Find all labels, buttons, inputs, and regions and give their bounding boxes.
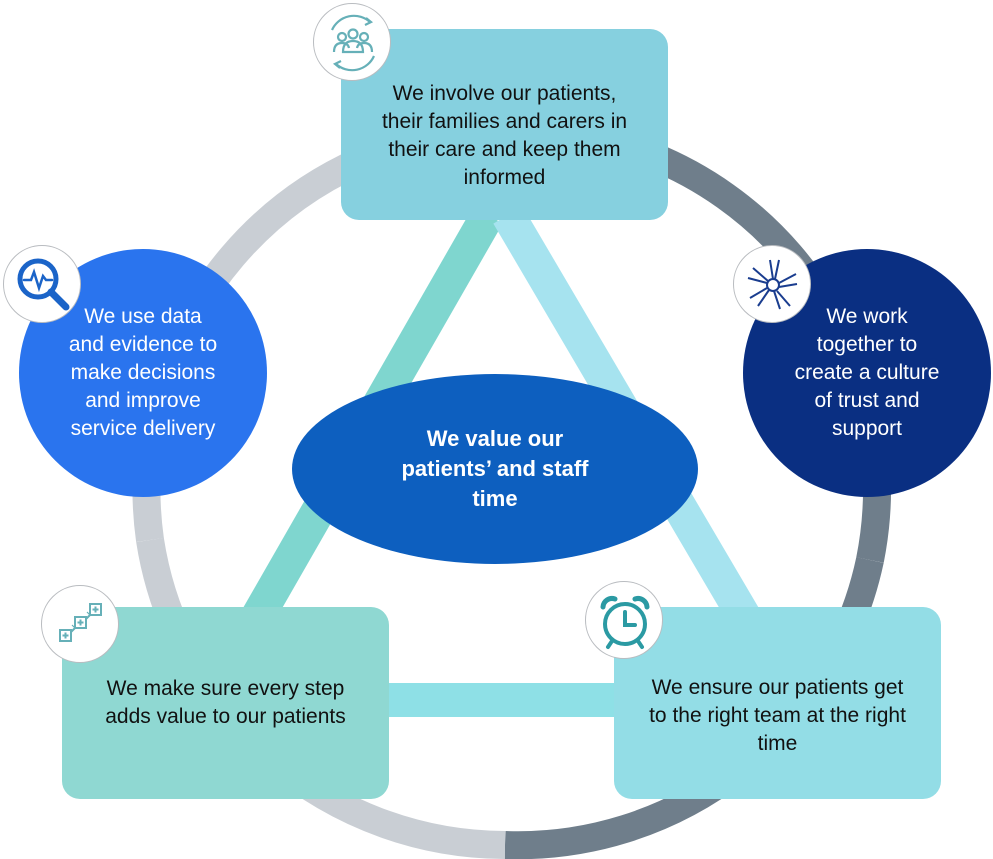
value-node-every-step-text: We make sure every step adds value to ou… [105,677,346,728]
data-search-icon [3,245,81,323]
value-node-work-together: We work together to create a culture of … [743,249,991,497]
value-node-data-evidence: We use data and evidence to make decisio… [19,249,267,497]
value-node-every-step: We make sure every step adds value to ou… [62,607,389,799]
value-node-data-evidence-text: We use data and evidence to make decisio… [68,305,218,440]
steps-plus-icon [41,585,119,663]
value-node-involve: We involve our patients, their families … [341,29,668,220]
value-node-involve-text: We involve our patients, their families … [381,81,628,189]
value-node-right-team-text: We ensure our patients get to the right … [649,676,906,755]
value-node-work-together-text: We work together to create a culture of … [794,305,940,440]
center-value-ellipse: We value our patients’ and staff time [292,374,698,564]
people-cycle-icon [313,3,391,81]
alarm-clock-icon [585,581,663,659]
center-value-text: We value our patients’ and staff time [401,426,589,511]
joined-hands-icon [733,245,811,323]
value-node-right-team: We ensure our patients get to the right … [614,607,941,799]
